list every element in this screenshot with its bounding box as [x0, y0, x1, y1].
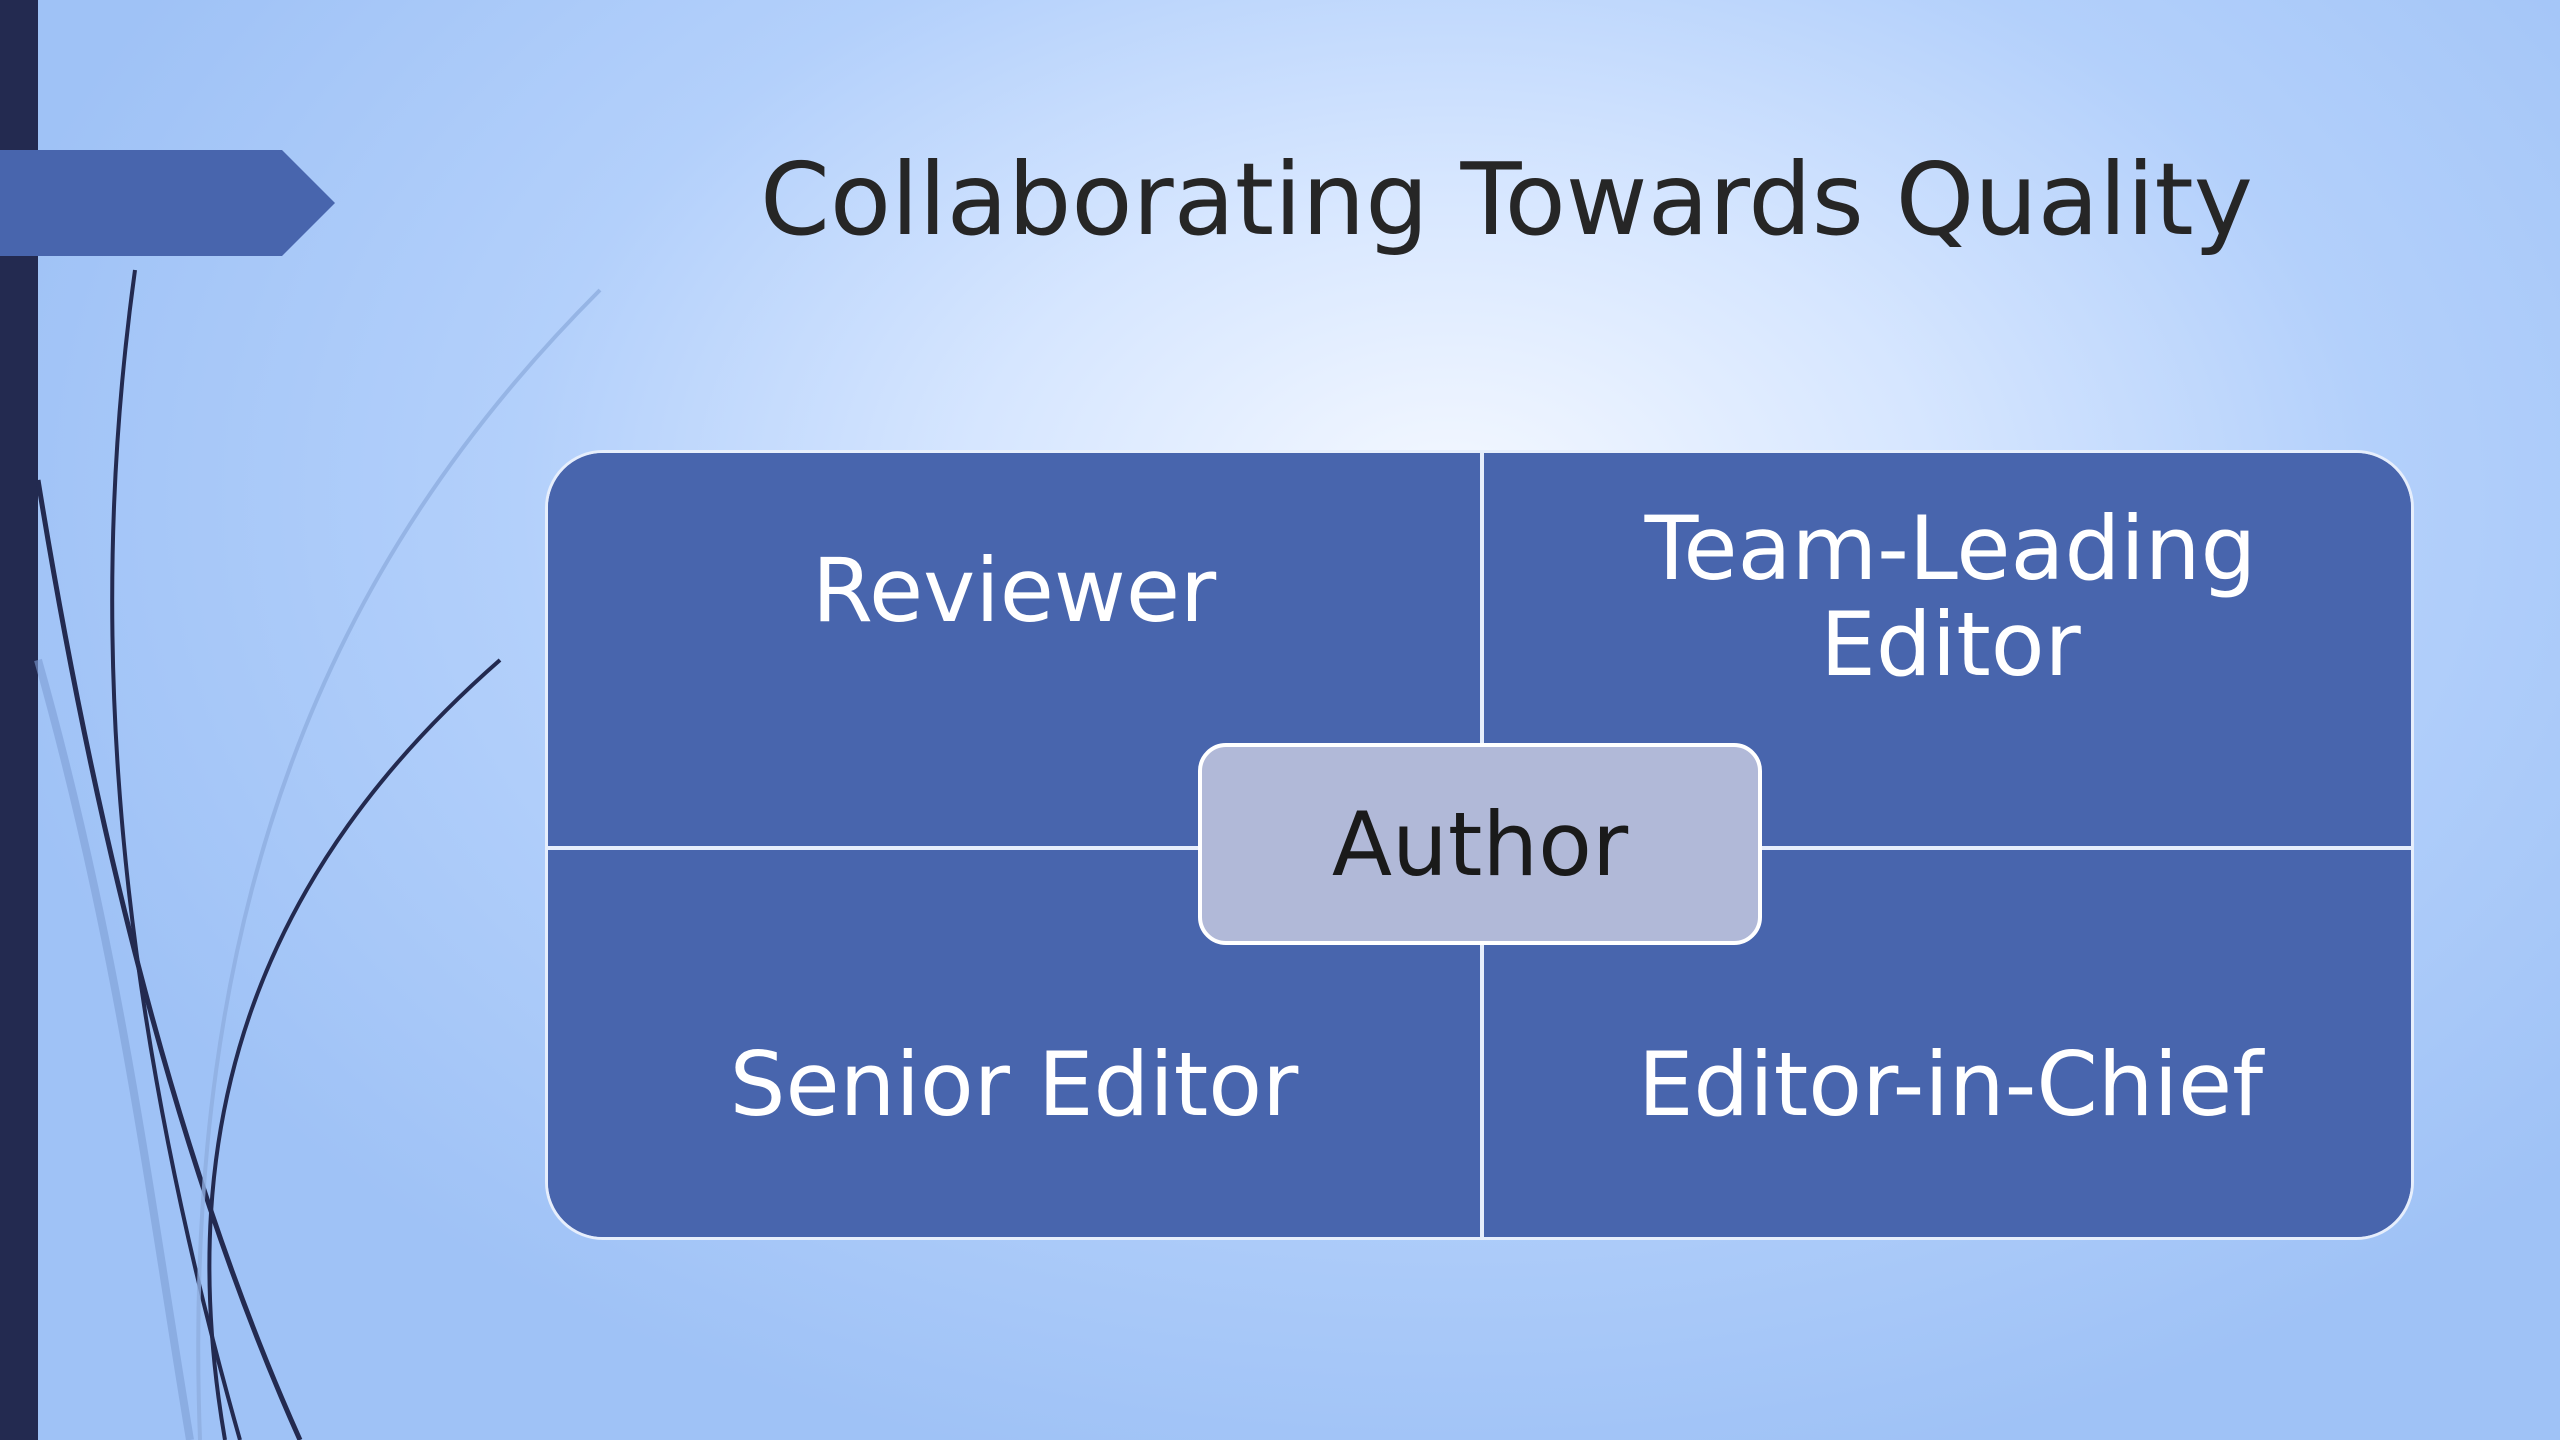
slide-title: Collaborating Towards Quality [760, 141, 2253, 258]
quadrant-reviewer: Reviewer [548, 453, 1480, 846]
quadrant-label-line1: Team-Leading [1644, 497, 2257, 600]
collaboration-matrix: Reviewer Team-Leading Editor Senior Edit… [545, 450, 2414, 1240]
quadrant-team-leading-editor: Team-Leading Editor [1484, 453, 2411, 846]
title-ribbon [0, 150, 335, 256]
quadrant-label-senior-editor: Senior Editor [729, 1033, 1299, 1136]
center-author-box: Author [1198, 743, 1762, 945]
quadrant-label-team-leading-editor: Team-Leading Editor [1645, 501, 2257, 693]
quadrant-label-editor-in-chief: Editor-in-Chief [1637, 1033, 2264, 1136]
quadrant-label-reviewer: Reviewer [811, 539, 1217, 642]
center-label-author: Author [1331, 792, 1629, 896]
quadrant-label-line2: Editor [1820, 593, 2081, 696]
